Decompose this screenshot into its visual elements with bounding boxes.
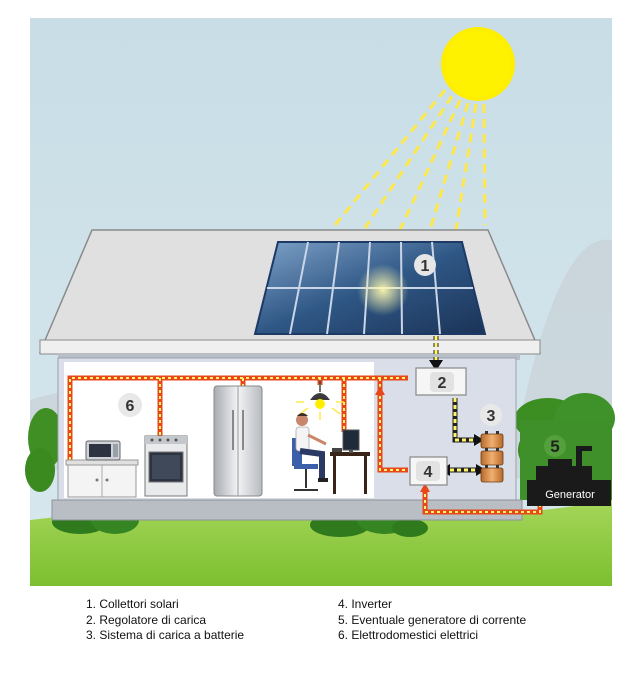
stove-icon: [144, 435, 188, 497]
svg-text:3: 3: [487, 408, 496, 425]
svg-text:6: 6: [126, 398, 135, 415]
sun-rays: [333, 89, 487, 231]
legend-item-3: 3. Sistema di carica a batterie: [86, 628, 245, 642]
lamp-icon: [296, 380, 344, 420]
power-flow-arrows: [433, 336, 476, 473]
roof-eave: [39, 339, 541, 355]
svg-text:1: 1: [421, 258, 430, 275]
svg-text:4: 4: [424, 464, 433, 481]
tree-left: [25, 408, 64, 492]
solar-panel-icon: [253, 241, 487, 335]
fridge-icon: [213, 385, 263, 497]
computer-icon: [332, 429, 360, 453]
label-appliances: 6: [118, 393, 142, 417]
label-generator: 5: [544, 435, 566, 457]
label-inverter: 4: [424, 464, 433, 481]
legend-left: 1. Collettori solari 2. Regolatore di ca…: [86, 597, 244, 644]
grass: [30, 500, 612, 586]
label-batteries: 3: [480, 404, 502, 426]
desk-icon: [330, 452, 370, 494]
inverter-box: [409, 456, 448, 486]
svg-text:5: 5: [550, 437, 559, 456]
legend-right: 4. Inverter 5. Eventuale generatore di c…: [338, 597, 526, 644]
charge-regulator-box: [415, 367, 467, 396]
svg-text:2: 2: [438, 375, 447, 392]
person-at-desk-icon: [292, 413, 328, 491]
legend-item-5: 5. Eventuale generatore di corrente: [338, 612, 527, 627]
legend-item-6: 6. Elettrodomestici elettrici: [338, 628, 479, 642]
label-regulator: 2: [438, 375, 447, 392]
house-wiring: [67, 375, 543, 515]
kitchen-cabinet: [65, 459, 139, 498]
battery-icon: [480, 431, 504, 483]
generator-label: Generator: [545, 489, 595, 501]
legend-item-1: 1. Collettori solari: [86, 597, 179, 611]
label-panels: 1: [414, 254, 436, 276]
legend-item-4: 4. Inverter: [338, 597, 393, 611]
legend-item-2: 2. Regolatore di carica: [86, 612, 207, 627]
microwave-icon: [85, 440, 121, 461]
generator-icon: Generator: [527, 446, 611, 506]
